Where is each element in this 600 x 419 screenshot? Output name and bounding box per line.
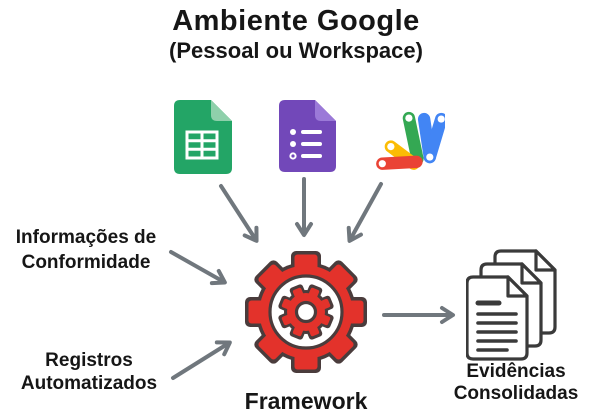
framework-gear-icon	[245, 251, 367, 373]
diagram-title: Ambiente Google	[172, 5, 420, 37]
arrow-registros-to-framework	[171, 340, 232, 380]
google-apps-script-icon	[376, 111, 445, 170]
output-label-line2: Consolidadas	[453, 383, 579, 404]
arrow-script-to-framework	[346, 182, 383, 243]
google-forms-icon	[279, 100, 336, 172]
diagram-subtitle: (Pessoal ou Workspace)	[169, 38, 423, 63]
google-sheets-icon	[174, 100, 232, 174]
input-label-conformidade-line1: Informações de	[15, 227, 157, 248]
arrow-sheets-to-framework	[219, 184, 259, 243]
arrow-conformidade-to-framework	[169, 250, 227, 286]
input-label-conformidade: Informações de Conformidade	[4, 225, 168, 275]
input-label-registros-line1: Registros	[45, 350, 133, 371]
output-label-evidencias: Evidências Consolidadas	[438, 361, 594, 405]
documents-stack-icon	[466, 249, 557, 361]
output-label-line1: Evidências	[466, 361, 566, 382]
input-label-conformidade-line2: Conformidade	[21, 252, 151, 273]
input-label-registros: Registros Automatizados	[3, 349, 175, 395]
framework-label: Framework	[244, 388, 368, 414]
input-label-registros-line2: Automatizados	[20, 373, 158, 394]
